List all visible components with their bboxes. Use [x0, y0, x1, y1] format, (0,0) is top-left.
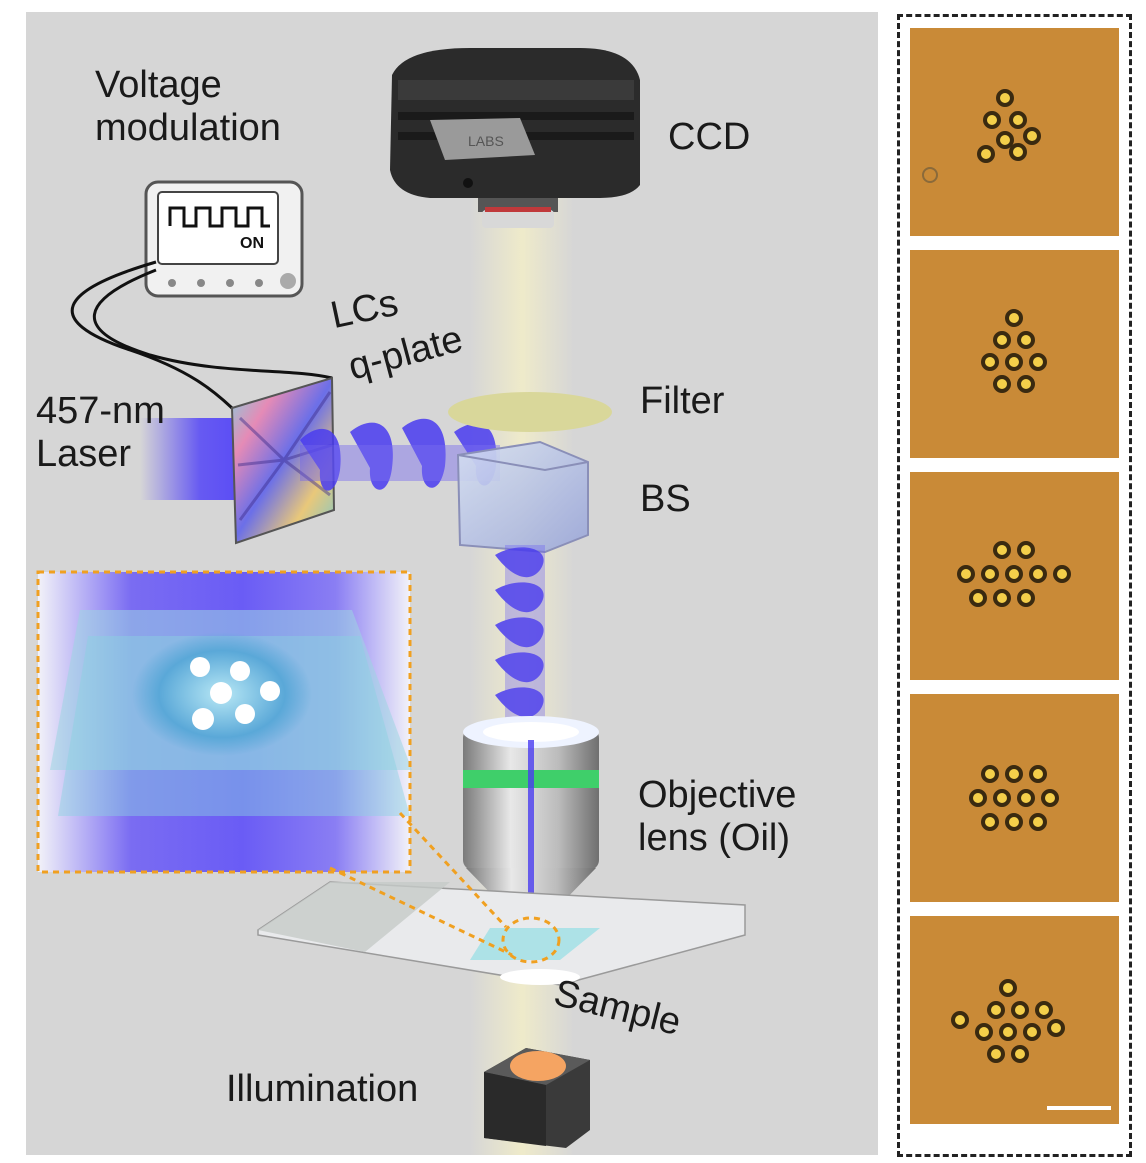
cluster-9: [981, 309, 1047, 393]
laser-beam: [140, 418, 240, 500]
cluster-12: [951, 979, 1065, 1063]
micrograph-panel-4: [910, 694, 1119, 902]
ccd-label: CCD: [668, 116, 751, 158]
bs-label: BS: [640, 478, 691, 520]
cluster-10: [957, 541, 1071, 607]
q-plate: [230, 376, 336, 545]
helical-beam-vertical: [495, 545, 545, 735]
cluster-11: [969, 765, 1059, 831]
filter-label: Filter: [640, 380, 725, 422]
beam-splitter: [456, 440, 589, 554]
device-on-indicator: ON: [240, 235, 264, 252]
micrograph-panel-2: [910, 250, 1119, 458]
filter: [448, 392, 612, 432]
micrograph-column: [897, 14, 1132, 1157]
objective-lens-label: Objective lens (Oil): [638, 774, 797, 859]
laser-label: 457-nm Laser: [36, 390, 165, 475]
micrograph-panel-5: [910, 916, 1119, 1124]
micrograph-panel-3: [910, 472, 1119, 680]
inset-connector: [329, 866, 513, 957]
voltage-display-device: ON: [144, 180, 304, 298]
vortex-inset: [36, 570, 412, 874]
cluster-7: [922, 89, 1041, 183]
micrograph-panel-1: [910, 28, 1119, 236]
ccd-camera: LABS: [390, 48, 640, 228]
cable: [92, 268, 333, 380]
cable: [70, 260, 234, 410]
inset-connector: [398, 811, 508, 929]
voltage-modulation-label: Voltage modulation: [95, 64, 281, 149]
ccd-brand-text: LABS: [468, 133, 504, 149]
sample-slide: [257, 881, 746, 986]
scale-bar: [1047, 1106, 1111, 1110]
illumination-box: [484, 1048, 590, 1148]
illumination-label: Illumination: [226, 1068, 419, 1110]
